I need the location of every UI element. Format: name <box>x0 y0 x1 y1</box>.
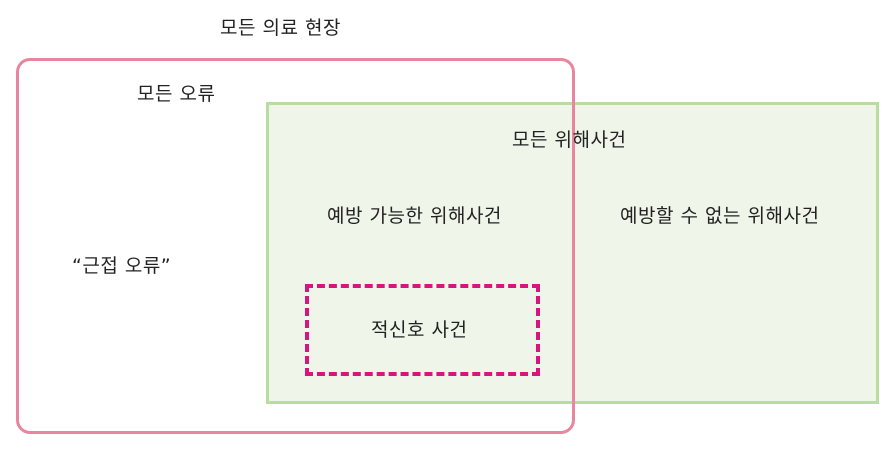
preventable-adverse-events-label: 예방 가능한 위해사건 <box>327 205 502 227</box>
unpreventable-adverse-events-label: 예방할 수 없는 위해사건 <box>620 205 820 227</box>
sentinel-events-label: 적신호 사건 <box>371 319 468 341</box>
all-adverse-events-label: 모든 위해사건 <box>512 129 627 151</box>
all-healthcare-settings-label: 모든 의료 현장 <box>220 17 341 39</box>
near-miss-label: “근접 오류” <box>72 255 172 277</box>
sentinel-events-region <box>305 284 540 376</box>
all-errors-region <box>16 58 575 434</box>
all-errors-label: 모든 오류 <box>137 83 216 105</box>
